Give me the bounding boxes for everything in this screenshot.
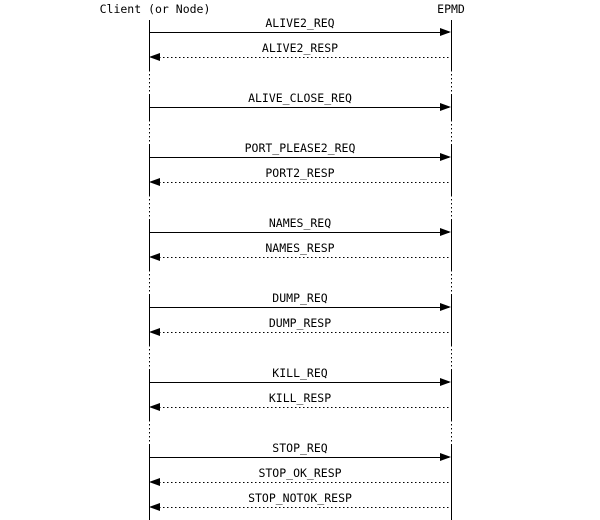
message-label: STOP_REQ — [272, 440, 328, 455]
arrowhead-right-icon — [440, 153, 451, 161]
message-label: KILL_REQ — [272, 365, 328, 380]
lifeline-segment — [451, 70, 452, 95]
arrow-line — [159, 257, 451, 258]
lifeline-segment — [451, 220, 452, 270]
arrow-line — [159, 182, 451, 183]
lifeline-segment — [451, 295, 452, 345]
lifeline-segment — [149, 370, 150, 420]
arrowhead-left-icon — [149, 253, 160, 261]
lifeline-segment — [451, 145, 452, 195]
lifeline-segment — [149, 145, 150, 195]
message-label: DUMP_REQ — [272, 290, 328, 305]
lifeline-segment — [451, 345, 452, 370]
arrowhead-left-icon — [149, 53, 160, 61]
message-label: DUMP_RESP — [268, 315, 332, 330]
lifeline-segment — [451, 120, 452, 145]
arrow-line — [149, 157, 449, 158]
arrow-line — [149, 382, 449, 383]
message-label: NAMES_REQ — [268, 215, 332, 230]
arrow-line — [149, 232, 449, 233]
message-label: STOP_OK_RESP — [258, 465, 342, 480]
lifeline-segment — [149, 295, 150, 345]
arrowhead-left-icon — [149, 178, 160, 186]
lifeline-segment — [451, 20, 452, 70]
message-label: ALIVE2_REQ — [265, 15, 335, 30]
arrowhead-right-icon — [440, 228, 451, 236]
arrowhead-right-icon — [440, 103, 451, 111]
entity-label-epmd: EPMD — [437, 2, 465, 16]
lifeline-segment — [451, 95, 452, 120]
message-label: STOP_NOTOK_RESP — [248, 490, 352, 505]
arrowhead-left-icon — [149, 403, 160, 411]
lifeline-epmd — [451, 0, 452, 520]
arrowhead-right-icon — [440, 28, 451, 36]
arrowhead-left-icon — [149, 328, 160, 336]
message-label: ALIVE2_RESP — [261, 40, 339, 55]
arrowhead-right-icon — [440, 378, 451, 386]
message-label: PORT_PLEASE2_REQ — [244, 140, 356, 155]
arrow-line — [159, 57, 451, 58]
arrowhead-right-icon — [440, 303, 451, 311]
lifeline-segment — [149, 20, 150, 70]
lifeline-segment — [149, 120, 150, 145]
lifeline-segment — [149, 220, 150, 270]
arrow-line — [159, 407, 451, 408]
message-label: NAMES_RESP — [265, 240, 335, 255]
arrowhead-left-icon — [149, 503, 160, 511]
message-label: KILL_RESP — [268, 390, 332, 405]
lifeline-segment — [451, 195, 452, 220]
arrow-line — [159, 482, 451, 483]
lifeline-segment — [149, 195, 150, 220]
arrow-line — [149, 307, 449, 308]
lifeline-segment — [451, 420, 452, 445]
lifeline-segment — [149, 70, 150, 95]
lifeline-segment — [451, 445, 452, 520]
lifeline-segment — [149, 420, 150, 445]
message-label: PORT2_RESP — [265, 165, 335, 180]
lifeline-segment — [149, 270, 150, 295]
arrowhead-left-icon — [149, 478, 160, 486]
arrow-line — [149, 107, 449, 108]
arrow-line — [159, 507, 451, 508]
message-label: ALIVE_CLOSE_REQ — [248, 90, 352, 105]
entity-label-client: Client (or Node) — [99, 2, 211, 16]
arrow-line — [149, 457, 449, 458]
arrowhead-right-icon — [440, 453, 451, 461]
arrow-line — [149, 32, 449, 33]
arrow-line — [159, 332, 451, 333]
lifeline-segment — [451, 270, 452, 295]
lifeline-segment — [451, 370, 452, 420]
lifeline-segment — [149, 345, 150, 370]
